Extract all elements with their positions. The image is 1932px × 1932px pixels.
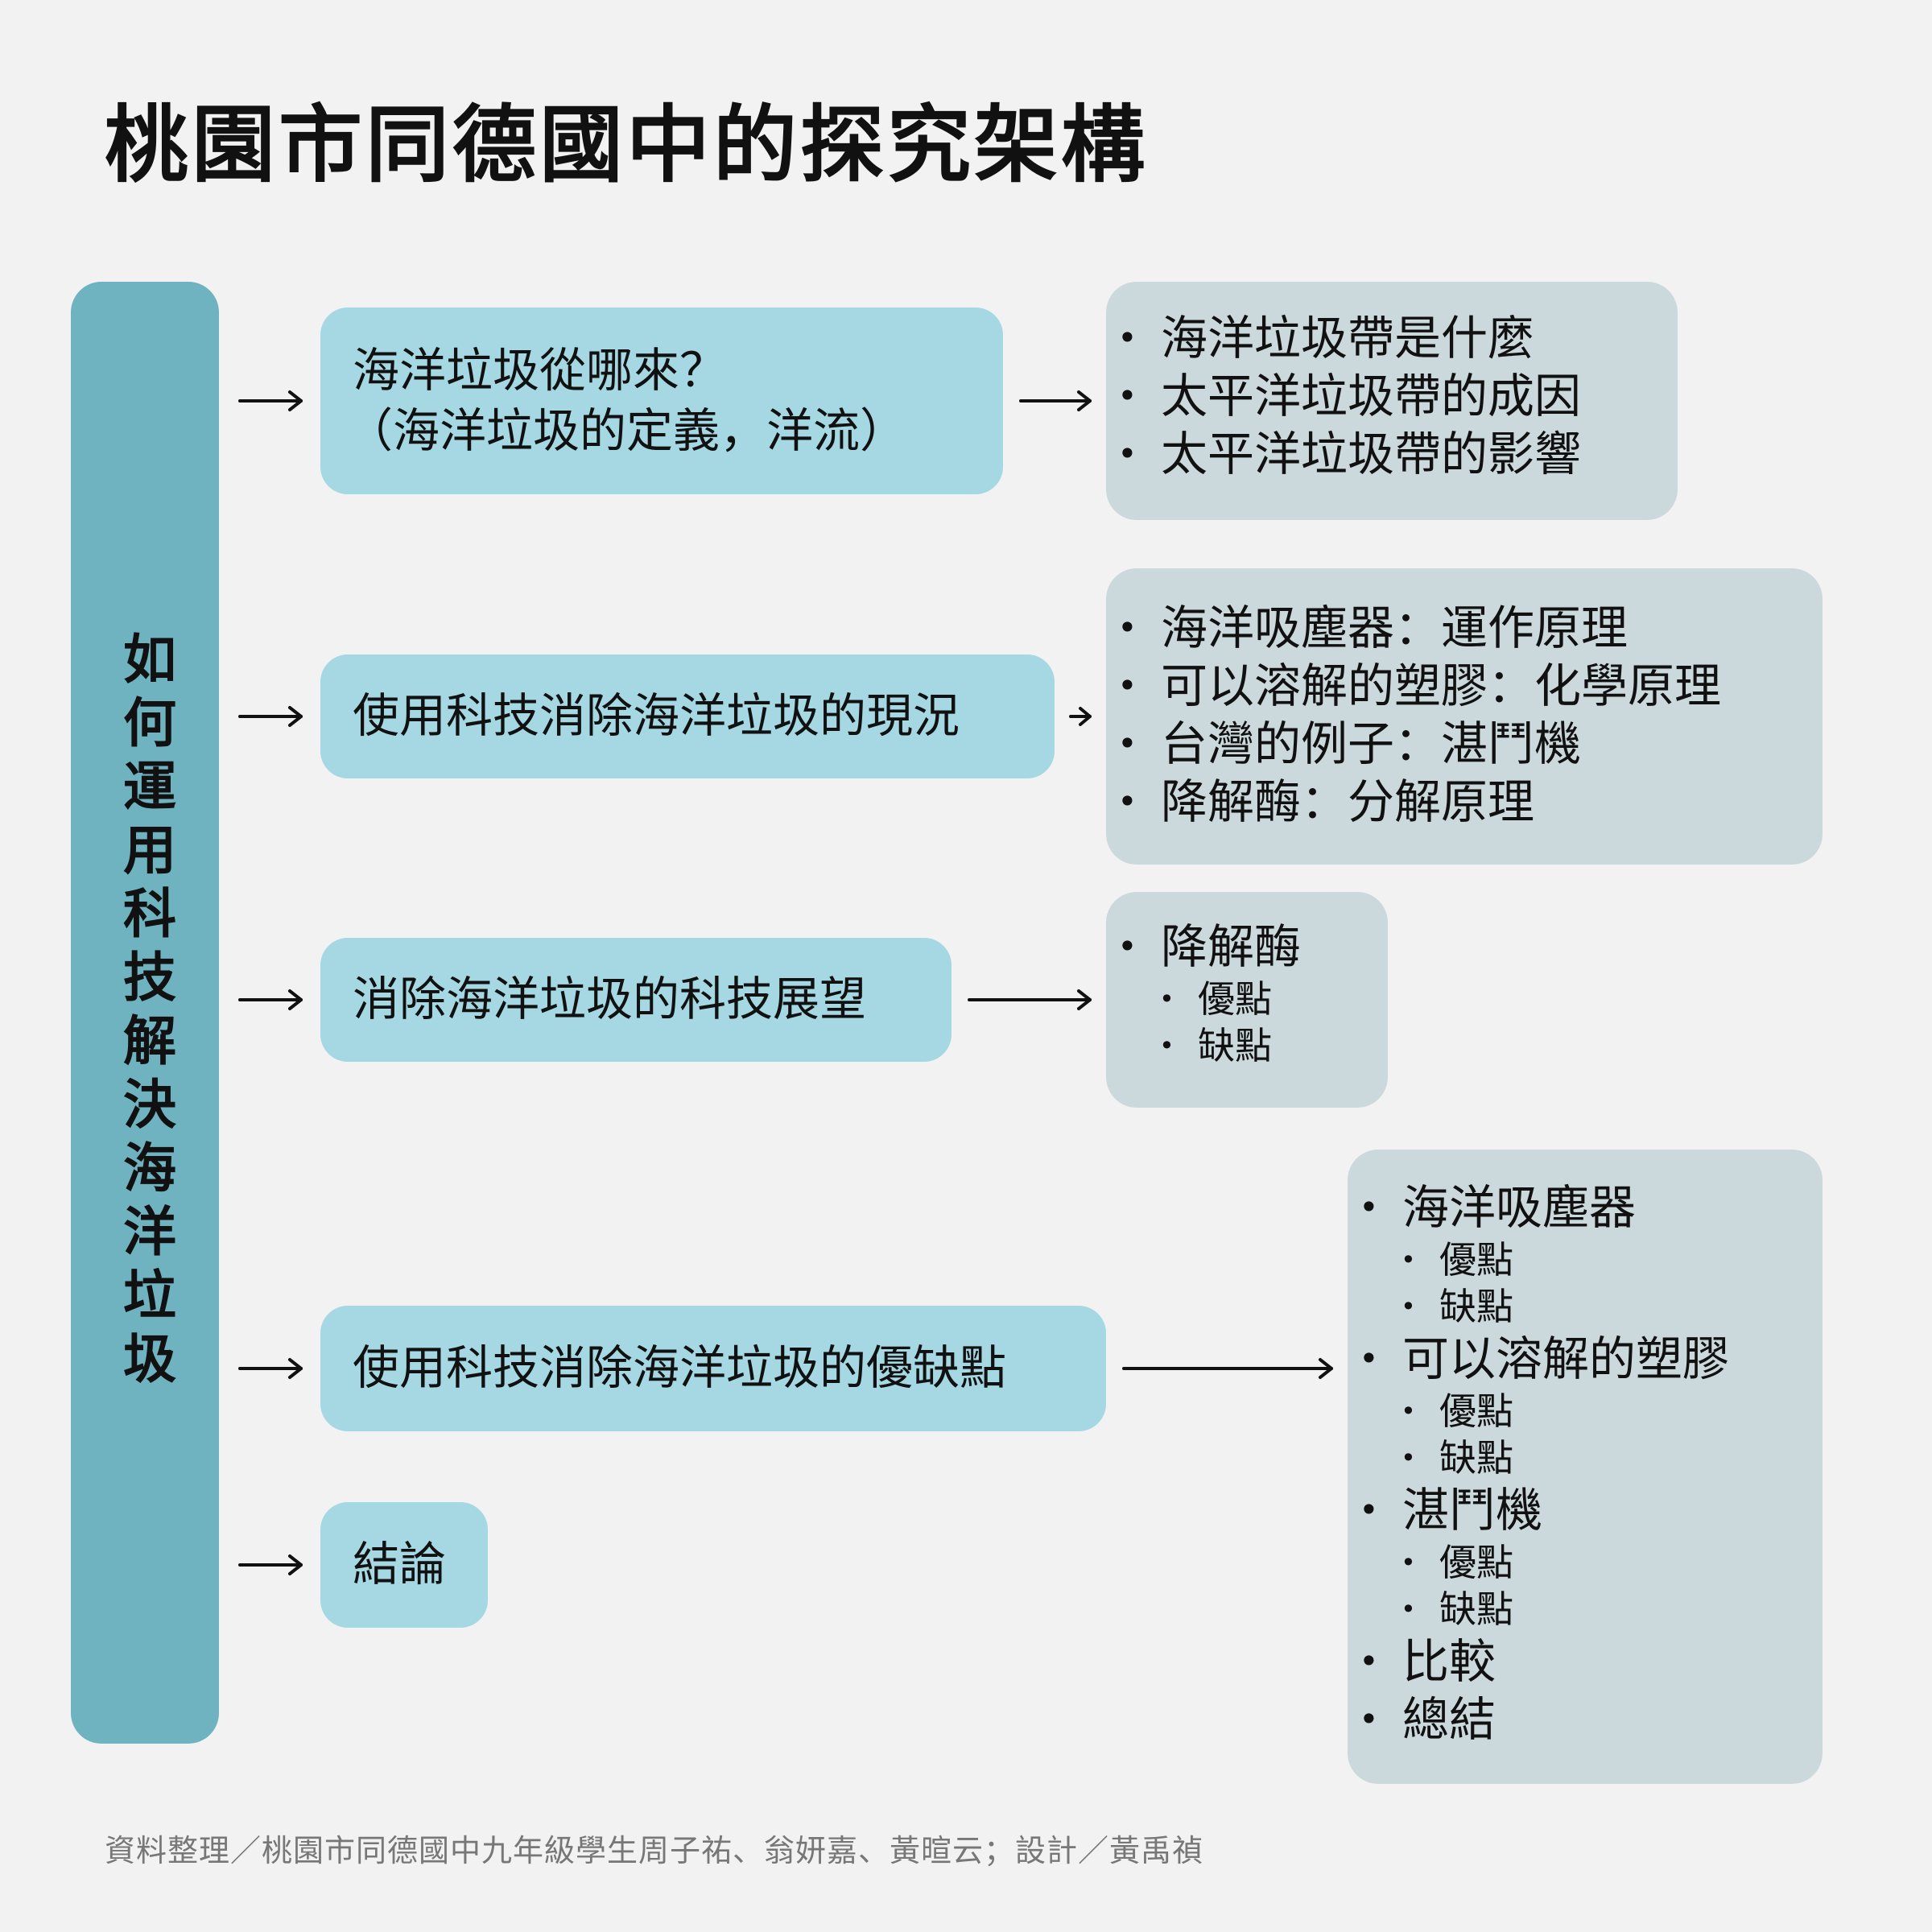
sub-list-item: 優點 bbox=[1348, 1236, 1823, 1283]
node-marine-debris-origin-line2: （海洋垃圾的定義，洋流） bbox=[346, 403, 907, 458]
list-item: 太平洋垃圾帶的成因 bbox=[1106, 367, 1678, 425]
list-item: 湛鬥機 bbox=[1348, 1481, 1823, 1539]
detail-list-technology-outlook: 降解酶 優點 缺點 bbox=[1106, 918, 1388, 1069]
arrow-root-to-outlook bbox=[238, 989, 303, 1010]
sub-list-item: 缺點 bbox=[1348, 1586, 1823, 1633]
node-pros-and-cons: 使用科技消除海洋垃圾的優缺點 bbox=[320, 1306, 1106, 1431]
detail-list-current-technology: 海洋吸塵器：運作原理 可以溶解的塑膠：化學原理 台灣的例子：湛鬥機 降解酶：分解… bbox=[1106, 599, 1823, 831]
root-question-bar: 如何運用科技解決海洋垃圾 bbox=[71, 282, 219, 1744]
arrow-pros-and-cons-to-details bbox=[1122, 1358, 1333, 1379]
node-current-technology-label: 使用科技消除海洋垃圾的現況 bbox=[353, 688, 960, 744]
node-conclusion: 結論 bbox=[320, 1502, 488, 1628]
credit-line: 資料整理／桃園市同德國中九年級學生周子祐、翁妍嘉、黃暄云；設計／黃禹禎 bbox=[105, 1833, 1204, 1868]
root-question-label: 如何運用科技解決海洋垃圾 bbox=[114, 631, 176, 1394]
list-item: 海洋吸塵器：運作原理 bbox=[1106, 599, 1823, 657]
node-technology-outlook-label: 消除海洋垃圾的科技展望 bbox=[353, 972, 867, 1027]
list-item: 台灣的例子：湛鬥機 bbox=[1106, 715, 1823, 773]
detail-box-garbage-patch: 海洋垃圾帶是什麼 太平洋垃圾帶的成因 太平洋垃圾帶的影響 bbox=[1106, 282, 1678, 520]
detail-box-technology-outlook: 降解酶 優點 缺點 bbox=[1106, 892, 1388, 1108]
detail-list-pros-and-cons: 海洋吸塵器 優點 缺點 可以溶解的塑膠 優點 缺點 湛鬥機 優點 缺點 比較 總… bbox=[1348, 1179, 1823, 1748]
list-item: 海洋垃圾帶是什麼 bbox=[1106, 309, 1678, 367]
sub-list-item: 缺點 bbox=[1348, 1283, 1823, 1330]
sub-list-item: 優點 bbox=[1106, 976, 1388, 1022]
list-item: 總結 bbox=[1348, 1690, 1823, 1748]
arrow-outlook-to-details bbox=[968, 989, 1092, 1010]
sub-list-item: 缺點 bbox=[1348, 1435, 1823, 1481]
arrow-root-to-conclusion bbox=[238, 1554, 303, 1575]
sub-list-item: 缺點 bbox=[1106, 1022, 1388, 1069]
detail-list-garbage-patch: 海洋垃圾帶是什麼 太平洋垃圾帶的成因 太平洋垃圾帶的影響 bbox=[1106, 309, 1678, 483]
detail-box-current-technology: 海洋吸塵器：運作原理 可以溶解的塑膠：化學原理 台灣的例子：湛鬥機 降解酶：分解… bbox=[1106, 568, 1823, 865]
list-item: 太平洋垃圾帶的影響 bbox=[1106, 425, 1678, 483]
sub-list-item: 優點 bbox=[1348, 1539, 1823, 1586]
list-item: 降解酶：分解原理 bbox=[1106, 773, 1823, 831]
node-conclusion-label: 結論 bbox=[353, 1537, 447, 1592]
arrow-root-to-current-technology bbox=[238, 706, 303, 727]
arrow-origin-to-details bbox=[1019, 390, 1092, 411]
arrow-root-to-origin bbox=[238, 390, 303, 411]
list-item: 比較 bbox=[1348, 1633, 1823, 1690]
node-marine-debris-origin: 海洋垃圾從哪來？ （海洋垃圾的定義，洋流） bbox=[320, 308, 1003, 494]
page-title: 桃園市同德國中的探究架構 bbox=[105, 96, 1149, 194]
node-current-technology: 使用科技消除海洋垃圾的現況 bbox=[320, 654, 1055, 778]
detail-box-pros-and-cons: 海洋吸塵器 優點 缺點 可以溶解的塑膠 優點 缺點 湛鬥機 優點 缺點 比較 總… bbox=[1348, 1150, 1823, 1784]
arrow-root-to-pros-and-cons bbox=[238, 1358, 303, 1379]
list-item: 可以溶解的塑膠 bbox=[1348, 1330, 1823, 1388]
arrow-current-technology-to-details bbox=[1069, 707, 1092, 726]
node-technology-outlook: 消除海洋垃圾的科技展望 bbox=[320, 938, 952, 1062]
node-pros-and-cons-label: 使用科技消除海洋垃圾的優缺點 bbox=[353, 1340, 1007, 1396]
list-item: 可以溶解的塑膠：化學原理 bbox=[1106, 657, 1823, 715]
node-marine-debris-origin-line1: 海洋垃圾從哪來？ bbox=[353, 342, 727, 398]
list-item: 海洋吸塵器 bbox=[1348, 1179, 1823, 1236]
list-item: 降解酶 bbox=[1106, 918, 1388, 976]
sub-list-item: 優點 bbox=[1348, 1388, 1823, 1435]
